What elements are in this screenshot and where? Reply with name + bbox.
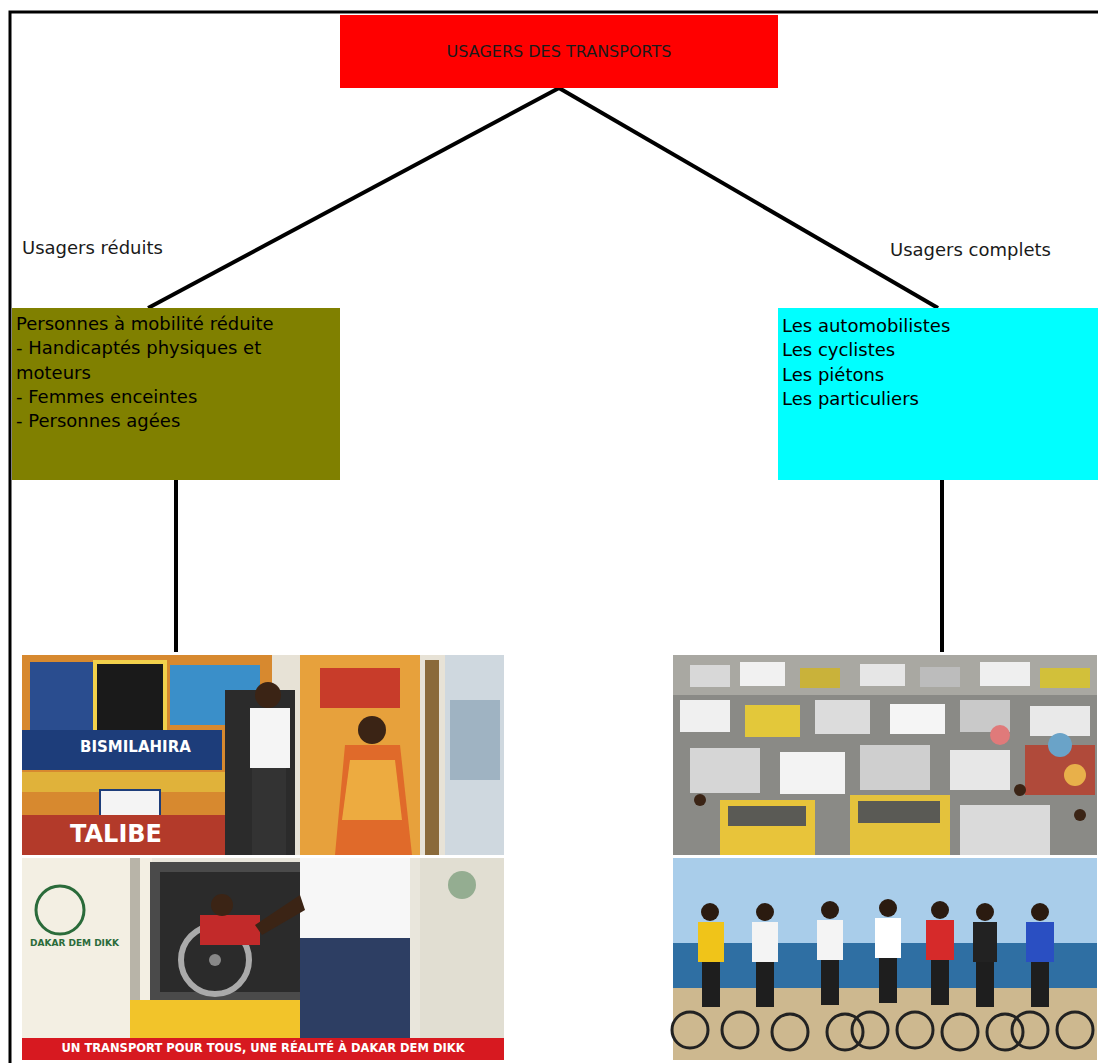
category-box: Personnes à mobilité réduite- Handicapté… xyxy=(12,308,340,480)
connector xyxy=(559,88,938,308)
connector-line xyxy=(559,88,938,308)
branch-lines xyxy=(176,480,942,652)
list-item: - Personnes agées xyxy=(16,409,336,433)
list-item: Personnes à mobilité réduite xyxy=(16,312,336,336)
page-frame xyxy=(10,12,1098,1063)
connector xyxy=(148,88,559,308)
list-item: - Handicaptés physiques et moteurs xyxy=(16,336,336,385)
bus-photo xyxy=(22,655,504,855)
list-item: - Femmes enceintes xyxy=(16,385,336,409)
traffic-photo xyxy=(673,655,1097,855)
bus-inscription: BISMILAHIRA xyxy=(80,738,191,756)
photo-banner: UN TRANSPORT POUR TOUS, UNE RÉALITÉ À DA… xyxy=(22,1041,504,1055)
title-box: USAGERS DES TRANSPORTS xyxy=(340,15,778,88)
list-item: Les particuliers xyxy=(782,387,1094,411)
list-item: Les automobilistes xyxy=(782,314,1094,338)
branch-label: Usagers complets xyxy=(888,238,1053,261)
title-text: USAGERS DES TRANSPORTS xyxy=(352,41,766,63)
list-item: Les cyclistes xyxy=(782,338,1094,362)
bus-logo-text: DAKAR DEM DIKK xyxy=(30,938,119,948)
branch-label: Usagers réduits xyxy=(20,236,165,259)
bus-inscription: TALIBE xyxy=(70,820,162,848)
cyclists-photo xyxy=(672,858,1097,1060)
category-box: Les automobilistesLes cyclistesLes piéto… xyxy=(778,308,1098,480)
list-item: Les piétons xyxy=(782,363,1094,387)
connector-line xyxy=(148,88,559,308)
ramp-photo xyxy=(22,858,504,1060)
